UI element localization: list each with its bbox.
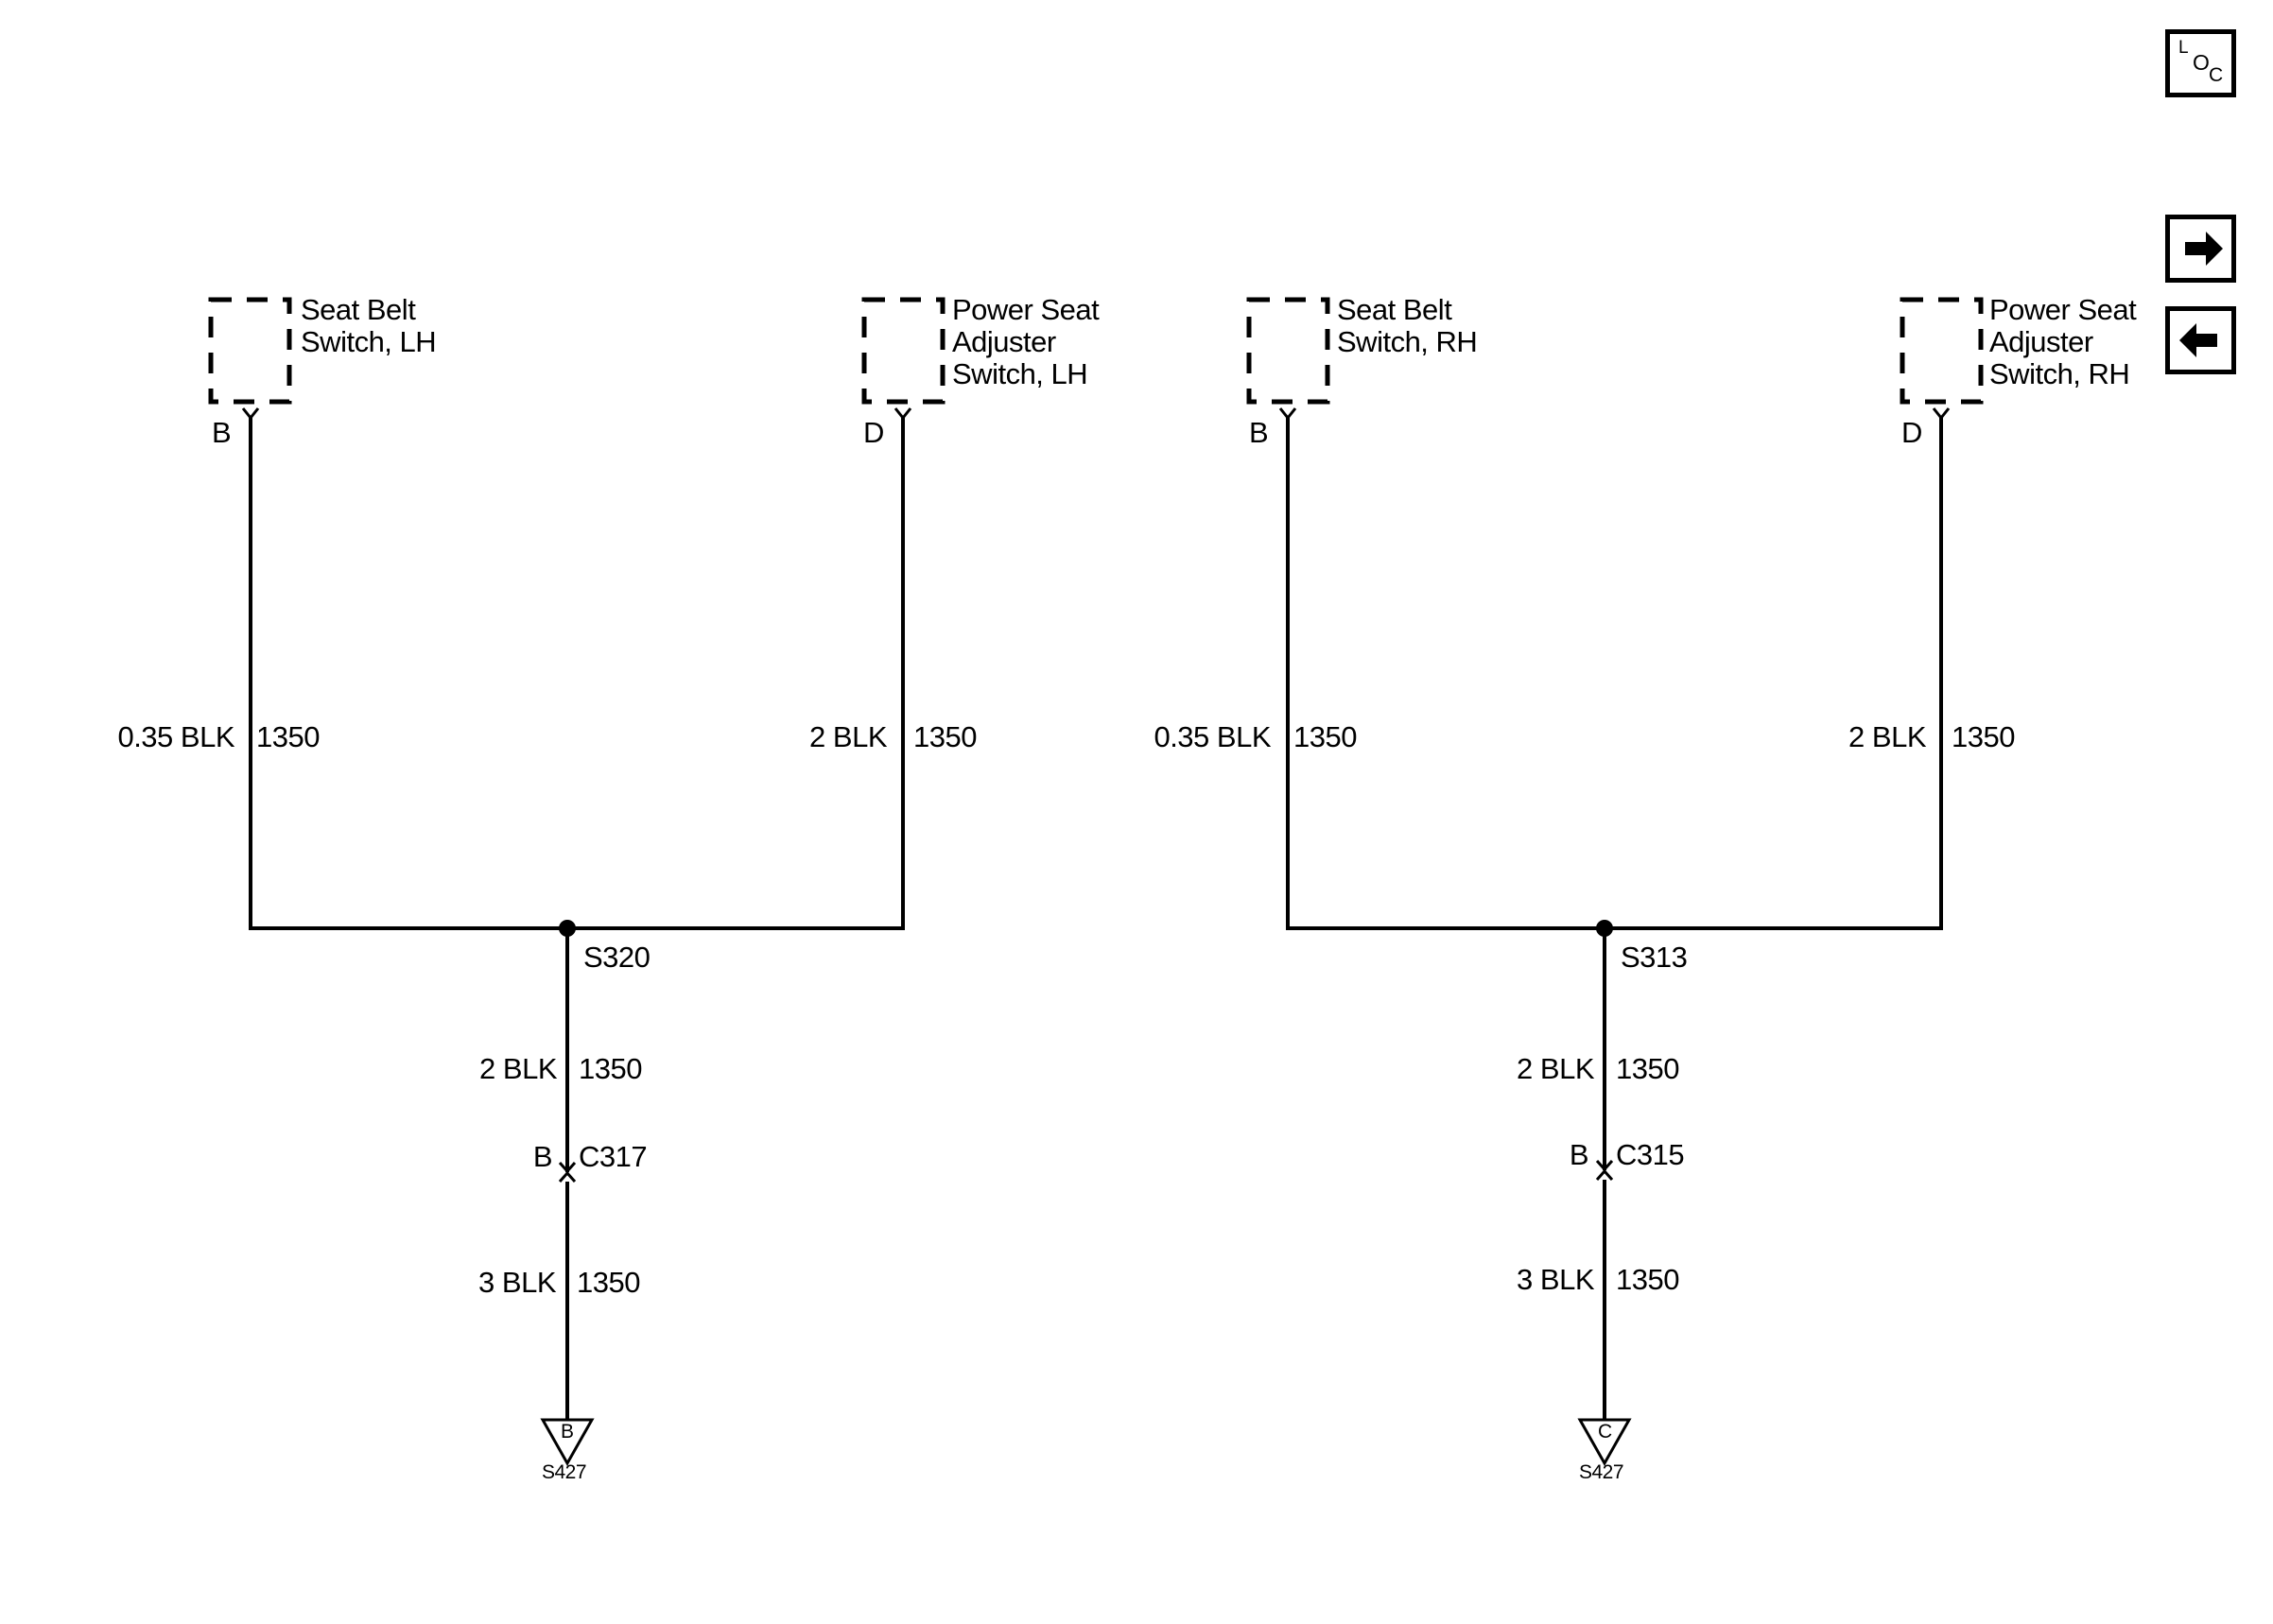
wire-circuit-number: 1350 xyxy=(577,1266,640,1299)
ground-letter: C xyxy=(1598,1421,1612,1443)
wire-size-color: 2 BLK xyxy=(1517,1052,1594,1085)
connector-c317-pin: B xyxy=(532,1140,553,1173)
next-page-button[interactable] xyxy=(2165,215,2236,283)
power-seat-adjuster-switch-lh-box xyxy=(861,297,946,405)
connector-c315-icon xyxy=(1595,1160,1614,1181)
loc-letter-c: C xyxy=(2209,64,2224,86)
right-circuit-wires xyxy=(1286,418,1943,1420)
arrow-right-icon xyxy=(2185,232,2223,266)
ground-triangle-b-icon xyxy=(540,1418,595,1467)
wire-circuit-number: 1350 xyxy=(1616,1052,1679,1085)
component-locator-button[interactable]: L O C xyxy=(2165,29,2236,97)
seat-belt-switch-rh-box xyxy=(1246,297,1330,405)
wire-size-color: 0.35 BLK xyxy=(1154,720,1271,753)
seat-belt-switch-rh-label: Seat Belt Switch, RH xyxy=(1337,293,1478,358)
wire-circuit-number: 1350 xyxy=(579,1052,642,1085)
wire-circuit-number: 1350 xyxy=(1952,720,2015,753)
wire-circuit-number: 1350 xyxy=(913,720,977,753)
loc-letter-l: L xyxy=(2178,38,2189,58)
left-circuit-wires xyxy=(249,418,905,1420)
splice-s313-dot xyxy=(1596,920,1613,937)
seat-belt-switch-lh-label: Seat Belt Switch, LH xyxy=(301,293,437,358)
power-seat-adjuster-switch-lh-pin: D xyxy=(863,416,884,449)
ground-s427-label: S427 xyxy=(1579,1461,1624,1483)
ground-s427-label: S427 xyxy=(542,1461,587,1483)
connector-c317-label: C317 xyxy=(579,1140,648,1173)
loc-letter-o: O xyxy=(2193,50,2210,75)
power-seat-adjuster-switch-rh-pin: D xyxy=(1901,416,1922,449)
wire-size-color: 2 BLK xyxy=(1848,720,1926,753)
power-seat-adjuster-switch-rh-label: Power Seat Adjuster Switch, RH xyxy=(1989,293,2137,390)
connector-c315-pin: B xyxy=(1569,1138,1589,1171)
previous-page-button[interactable] xyxy=(2165,306,2236,374)
seat-belt-switch-lh-box xyxy=(208,297,292,405)
wire-size-color: 2 BLK xyxy=(479,1052,557,1085)
seat-belt-switch-lh-pin: B xyxy=(212,416,232,449)
wire-size-color: 2 BLK xyxy=(809,720,887,753)
connector-c317-icon xyxy=(558,1162,577,1183)
wire-size-color: 3 BLK xyxy=(478,1266,556,1299)
power-seat-adjuster-switch-rh-box xyxy=(1900,297,1984,405)
connector-c315-label: C315 xyxy=(1616,1138,1685,1171)
wire-circuit-number: 1350 xyxy=(1616,1263,1679,1296)
ground-letter: B xyxy=(561,1421,574,1443)
wire-circuit-number: 1350 xyxy=(1293,720,1357,753)
splice-s320-dot xyxy=(559,920,576,937)
ground-triangle-c-icon xyxy=(1577,1418,1632,1467)
wire-size-color: 0.35 BLK xyxy=(117,720,234,753)
wire-circuit-number: 1350 xyxy=(256,720,320,753)
splice-s320-label: S320 xyxy=(583,941,651,974)
arrow-left-icon xyxy=(2179,323,2217,357)
pin-fork-icon xyxy=(241,407,1951,421)
wire-size-color: 3 BLK xyxy=(1517,1263,1594,1296)
splice-s313-label: S313 xyxy=(1621,941,1688,974)
power-seat-adjuster-switch-lh-label: Power Seat Adjuster Switch, LH xyxy=(952,293,1100,390)
seat-belt-switch-rh-pin: B xyxy=(1249,416,1269,449)
